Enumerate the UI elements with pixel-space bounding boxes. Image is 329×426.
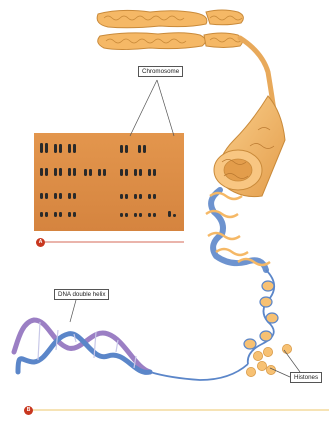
- condensed-chromosome: [97, 10, 243, 50]
- nucleosome-3: [266, 313, 278, 323]
- chromosome-callout-line-1: [130, 80, 157, 136]
- chromatin-cone: [214, 96, 285, 197]
- panel-a-badge: A: [36, 238, 45, 247]
- chromosome-callout-line-2: [157, 80, 174, 136]
- nucleosome-string: [244, 270, 278, 364]
- nucleosome-2: [260, 297, 272, 307]
- panel-b-badge: B: [24, 406, 33, 415]
- nucleosome-5: [244, 339, 256, 349]
- histones-callout-line-1: [284, 350, 300, 372]
- chromosome-label: Chromosome: [138, 66, 183, 77]
- dna-callout-line: [70, 300, 76, 322]
- karyotype-panel: [34, 133, 184, 231]
- nucleosome-1: [262, 281, 274, 291]
- dna-double-helix-label: DNA double helix: [54, 289, 109, 300]
- dna-double-helix: [14, 320, 150, 372]
- dna-linker: [150, 364, 248, 380]
- coiled-chromatin-fiber: [206, 190, 270, 270]
- nucleosome-4: [260, 331, 272, 341]
- histones-label: Histones: [290, 372, 322, 383]
